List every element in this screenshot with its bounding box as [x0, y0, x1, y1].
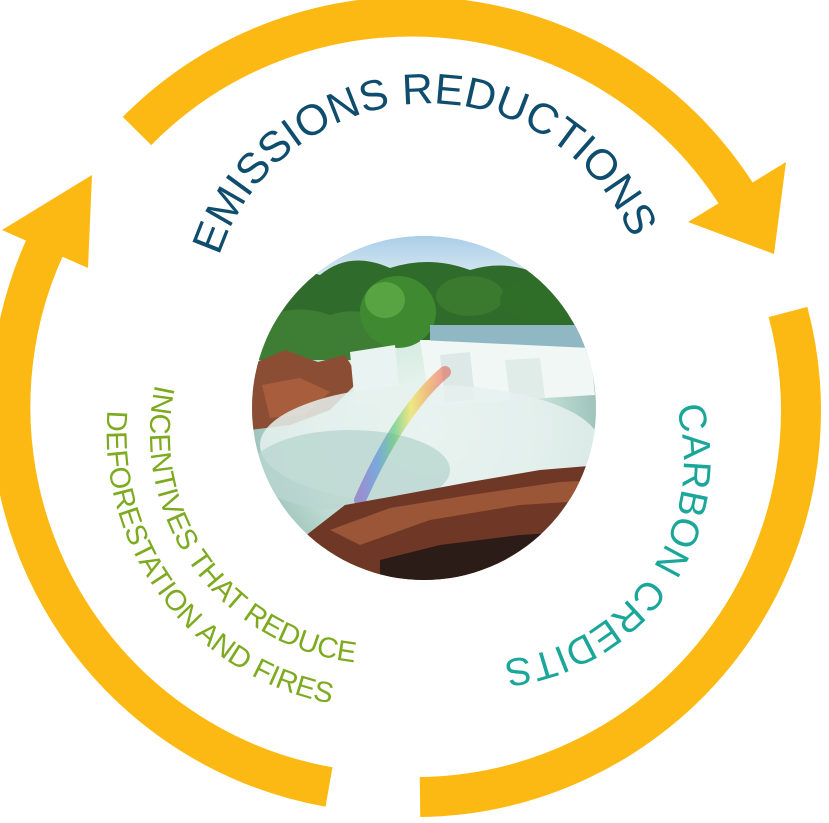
left-arrow-head — [2, 175, 92, 268]
left-arrow-shaft — [0, 204, 333, 807]
right-arrow-shaft — [419, 306, 821, 817]
top-arrow-head — [688, 162, 786, 254]
waterfall-with-rainbow-photo — [252, 236, 596, 580]
emissions-reductions-label: EMISSIONS REDUCTIONS — [183, 65, 666, 260]
emissions-reductions-text: EMISSIONS REDUCTIONS — [183, 65, 666, 260]
top-arrow-shaft — [122, 0, 769, 229]
